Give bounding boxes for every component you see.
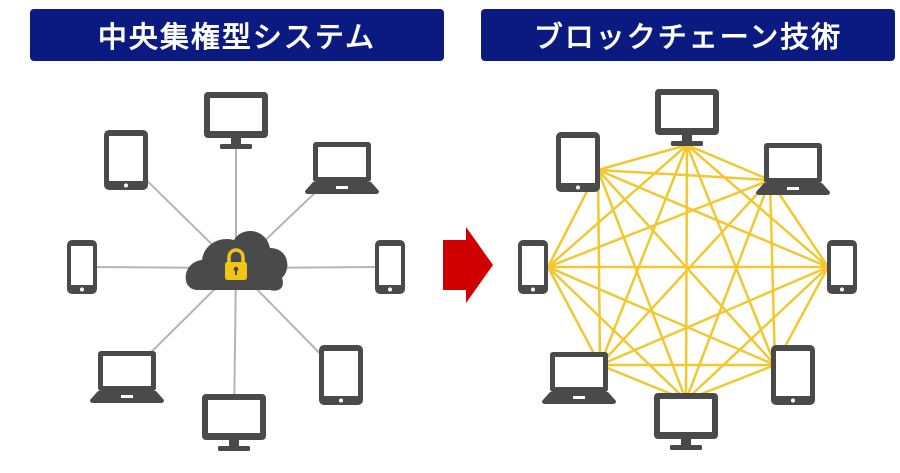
mesh-line bbox=[547, 266, 687, 401]
blockchain-title: ブロックチェーン技術 bbox=[481, 9, 895, 61]
mesh-line bbox=[597, 168, 771, 182]
mesh-line bbox=[686, 144, 829, 268]
mesh-line bbox=[768, 179, 777, 366]
node-monitor-icon bbox=[654, 393, 718, 450]
node-monitor-icon bbox=[655, 89, 719, 146]
blockchain-devices bbox=[518, 89, 857, 450]
mesh-line bbox=[547, 144, 688, 268]
centralized-devices bbox=[67, 92, 405, 451]
mesh-line bbox=[546, 266, 602, 366]
mesh-line bbox=[597, 143, 688, 172]
client-phone-icon bbox=[67, 240, 97, 294]
mesh-line bbox=[547, 265, 776, 367]
mesh-line bbox=[685, 266, 829, 401]
mesh-line bbox=[597, 168, 829, 269]
client-laptop-icon bbox=[305, 142, 379, 194]
client-monitor-icon bbox=[204, 92, 268, 149]
client-phone-icon bbox=[375, 240, 405, 294]
mesh-line bbox=[599, 265, 829, 367]
client-tablet-icon bbox=[319, 345, 363, 405]
client-tablet-icon bbox=[104, 130, 148, 190]
lock-icon bbox=[225, 248, 247, 280]
client-laptop-icon bbox=[90, 351, 164, 403]
mesh-line bbox=[685, 144, 777, 366]
node-laptop-icon bbox=[542, 352, 616, 404]
right-arrow-icon bbox=[443, 227, 493, 303]
node-phone-icon bbox=[827, 240, 857, 294]
node-laptop-icon bbox=[756, 143, 830, 195]
mesh-line bbox=[686, 143, 771, 182]
client-monitor-icon bbox=[202, 394, 266, 451]
mesh-line bbox=[596, 169, 688, 401]
mesh-line bbox=[547, 178, 771, 269]
mesh-line bbox=[684, 179, 772, 401]
mesh-line bbox=[598, 144, 689, 366]
node-phone-icon bbox=[518, 240, 548, 294]
mesh-line bbox=[596, 169, 602, 366]
mesh-line bbox=[597, 169, 776, 366]
node-tablet-icon bbox=[771, 345, 815, 405]
mesh-line bbox=[599, 179, 771, 366]
cloud-lock-icon bbox=[185, 230, 288, 291]
centralized-system-title: 中央集権型システム bbox=[30, 9, 444, 61]
node-tablet-icon bbox=[556, 132, 600, 192]
